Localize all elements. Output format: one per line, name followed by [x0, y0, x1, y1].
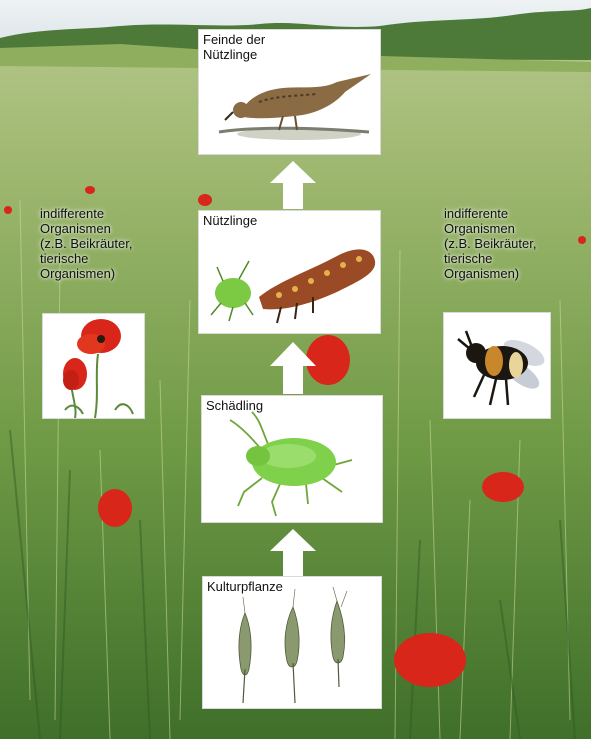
ladybird-larva-icon: [199, 211, 381, 334]
node-crop: Kulturpflanze: [202, 576, 382, 709]
poppy-image: [42, 313, 145, 419]
bird-icon: [199, 30, 381, 155]
aphid-icon: [202, 396, 383, 523]
cereal-ears-icon: [203, 577, 382, 709]
arrow-up-icon: [268, 342, 318, 394]
arrow-up-icon: [268, 529, 318, 577]
node-pest: Schädling: [201, 395, 383, 523]
left-indifferent-organisms-label: indifferente Organismen (z.B. Beikräuter…: [40, 206, 132, 281]
poppy-illustration: [43, 314, 145, 419]
bumblebee-image: [443, 312, 551, 419]
node-enemies-of-beneficials: Feinde der Nützlinge: [198, 29, 381, 155]
bumblebee-illustration: [444, 313, 551, 419]
arrow-up-icon: [268, 161, 318, 209]
node-beneficials: Nützlinge: [198, 210, 381, 334]
right-indifferent-organisms-label: indifferente Organismen (z.B. Beikräuter…: [444, 206, 536, 281]
